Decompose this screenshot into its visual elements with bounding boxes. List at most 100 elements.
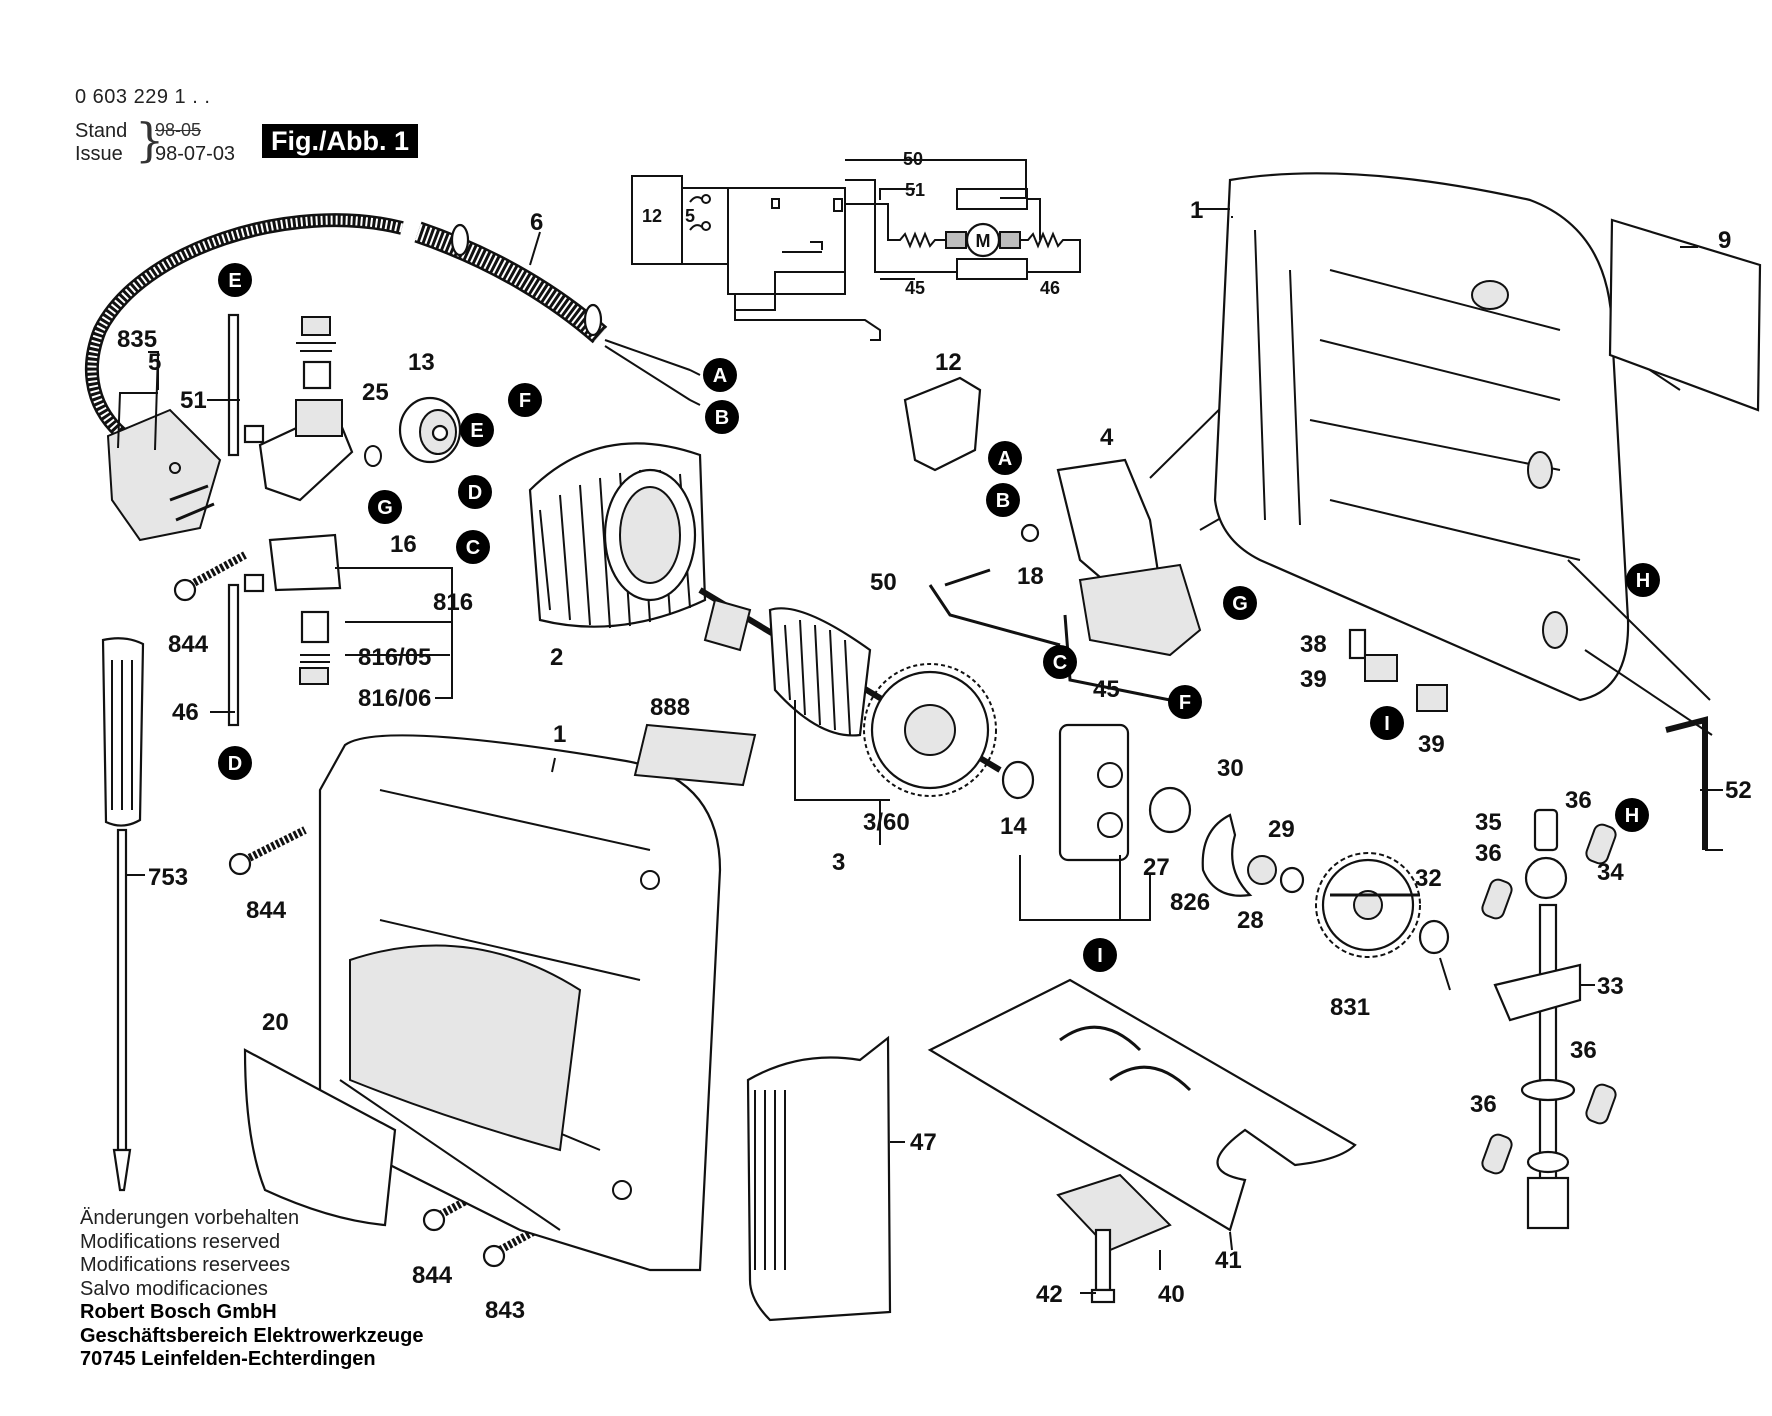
part-label-33: 33 <box>1597 973 1624 1000</box>
part-label-29: 29 <box>1268 816 1295 843</box>
part-label-36-c: 36 <box>1570 1037 1597 1064</box>
stand-date-struck: 98-05 <box>155 120 202 140</box>
motor-symbol: M <box>976 231 991 251</box>
footer-line-3: Modifications reservees <box>80 1254 291 1276</box>
callout-c-stator: C <box>466 537 480 559</box>
brush-holders <box>258 316 453 699</box>
power-cord <box>85 213 701 542</box>
callout-d-lead: D <box>228 753 242 775</box>
callout-c-wire: C <box>1053 652 1067 674</box>
footer-line-1: Änderungen vorbehalten <box>80 1207 300 1229</box>
part-label-42: 42 <box>1036 1281 1063 1308</box>
part-label-831: 831 <box>1330 994 1370 1021</box>
callout-h-rod: H <box>1625 805 1639 827</box>
part-label-50: 50 <box>870 569 897 596</box>
schematic-label-45: 45 <box>905 278 925 298</box>
part-label-12: 12 <box>935 349 962 376</box>
part-label-41: 41 <box>1215 1247 1242 1274</box>
part-label-30: 30 <box>1217 755 1244 782</box>
schematic-label-5: 5 <box>685 206 695 226</box>
label-888 <box>633 723 757 787</box>
cover-plate-9 <box>1608 218 1762 412</box>
part-label-816: 816 <box>433 589 473 616</box>
callout-d-stator: D <box>468 482 482 504</box>
hex-key-52 <box>1665 716 1708 850</box>
model-number: 0 603 229 1 . . <box>75 86 211 108</box>
part-label-1-half: 1 <box>553 721 566 748</box>
callout-i-housing: I <box>1384 713 1390 735</box>
part-label-35: 35 <box>1475 809 1502 836</box>
base-plate <box>927 978 1357 1304</box>
bearing-13 <box>364 396 462 467</box>
part-label-14: 14 <box>1000 813 1027 840</box>
part-label-844-a: 844 <box>168 631 209 658</box>
part-label-826: 826 <box>1170 889 1210 916</box>
part-label-39-a: 39 <box>1300 666 1327 693</box>
callout-b-top: B <box>715 407 729 429</box>
schematic-label-12: 12 <box>642 206 662 226</box>
leader-lines <box>117 208 1723 1294</box>
part-label-39-b: 39 <box>1418 731 1445 758</box>
figure-badge: Fig./Abb. 1 <box>262 124 418 158</box>
callout-f-wire: F <box>1179 692 1191 714</box>
part-label-36-a: 36 <box>1565 787 1592 814</box>
callout-g-housing: G <box>1232 593 1248 615</box>
part-label-1-housing: 1 <box>1190 197 1203 224</box>
part-label-753: 753 <box>148 864 188 891</box>
part-label-816-06: 816/06 <box>358 685 431 712</box>
schematic-label-50: 50 <box>903 149 923 169</box>
part-label-40: 40 <box>1158 1281 1185 1308</box>
part-label-9: 9 <box>1718 227 1731 254</box>
cover-47 <box>746 1035 892 1322</box>
company-division: Geschäftsbereich Elektrowerkzeuge <box>80 1324 424 1347</box>
issue-date: 98-07-03 <box>155 143 236 165</box>
company-name: Robert Bosch GmbH <box>80 1301 277 1323</box>
part-label-816-05: 816/05 <box>358 644 431 671</box>
callout-e-stator: E <box>470 420 483 442</box>
part-label-52: 52 <box>1725 777 1752 804</box>
issue-label: Issue <box>75 143 123 165</box>
part-label-5: 5 <box>148 349 161 376</box>
housing-left <box>318 734 722 1272</box>
schematic-label-51: 51 <box>905 180 925 200</box>
callout-markers: A B A B C C D D E E F F G G H H I I <box>218 263 1660 972</box>
part-label-2: 2 <box>550 644 563 671</box>
part-label-3-60: 3/60 <box>863 809 910 836</box>
part-label-6: 6 <box>530 209 543 236</box>
part-label-16: 16 <box>390 531 417 558</box>
connector-leads <box>227 313 265 727</box>
armature <box>698 587 1002 845</box>
footer-line-4: Salvo modificaciones <box>80 1277 268 1300</box>
callout-i-plate: I <box>1097 945 1103 967</box>
part-label-20: 20 <box>262 1009 289 1036</box>
wiring-schematic: M 12 5 50 51 45 46 <box>631 149 1081 341</box>
footer-line-2: Modifications reserved <box>80 1230 281 1253</box>
callout-f-stator: F <box>519 390 531 412</box>
part-label-46: 46 <box>172 699 199 726</box>
part-label-38: 38 <box>1300 631 1327 658</box>
stator <box>528 442 707 629</box>
callout-b-switch: B <box>996 490 1010 512</box>
part-label-13: 13 <box>408 349 435 376</box>
schematic-label-46: 46 <box>1040 278 1060 298</box>
part-label-27: 27 <box>1143 854 1170 881</box>
part-label-36-b: 36 <box>1475 840 1502 867</box>
part-label-3: 3 <box>832 849 845 876</box>
part-label-51: 51 <box>180 387 207 414</box>
callout-h-housing: H <box>1636 570 1650 592</box>
part-labels: 1 1 2 3 3/60 4 5 6 9 12 13 14 16 18 20 2… <box>117 197 1752 1324</box>
part-label-18: 18 <box>1017 563 1044 590</box>
part-label-32: 32 <box>1415 865 1442 892</box>
part-label-844-b: 844 <box>246 897 287 924</box>
callout-g-brush: G <box>377 497 393 519</box>
callout-a-top: A <box>713 365 727 387</box>
stand-label: Stand <box>75 120 128 142</box>
part-label-28: 28 <box>1237 907 1264 934</box>
gear-train <box>1001 723 1305 921</box>
part-label-843: 843 <box>485 1297 525 1324</box>
part-label-25: 25 <box>362 379 389 406</box>
part-label-34: 34 <box>1597 859 1624 886</box>
screwdriver <box>101 637 145 1192</box>
part-label-844-c: 844 <box>412 1262 453 1289</box>
footer-notes: Änderungen vorbehalten Modifications res… <box>80 1207 423 1372</box>
